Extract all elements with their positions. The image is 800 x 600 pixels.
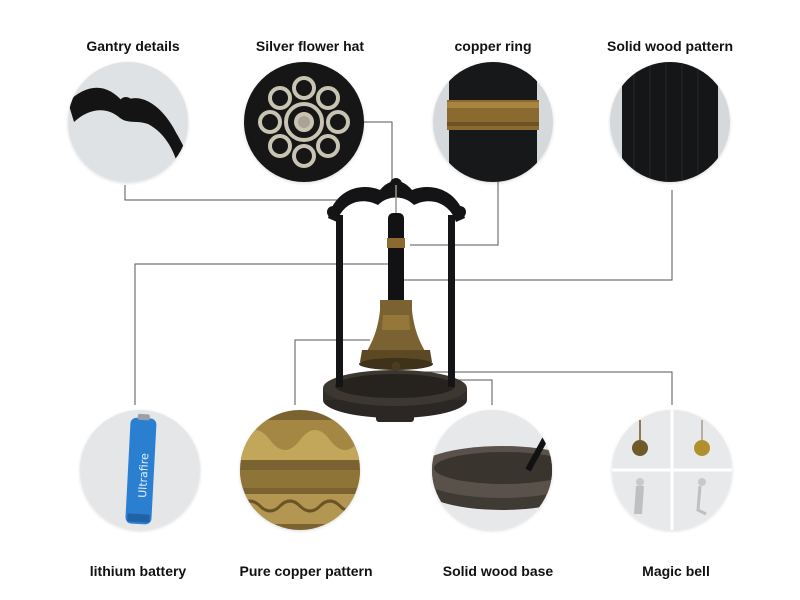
leader-line-battery: [134, 263, 390, 405]
wood-base-closeup: [432, 428, 552, 510]
gantry-closeup: [68, 87, 188, 166]
label-magic-bell: Magic bell: [642, 563, 710, 579]
circle-copper-ring: [433, 62, 553, 182]
circle-magic-bell: [612, 410, 732, 530]
battery-brand-text: Ultrafire: [136, 453, 151, 499]
label-solid-wood-base: Solid wood base: [442, 563, 554, 579]
circle-pure-copper-pattern: [240, 410, 360, 530]
label-silver-flower-hat: Silver flower hat: [255, 38, 365, 54]
circle-silver-flower-hat: [244, 62, 364, 182]
striker: [387, 213, 405, 305]
bell: [359, 300, 433, 370]
circle-solid-wood-base: [432, 410, 552, 530]
label-pure-copper-pattern: Pure copper pattern: [239, 563, 373, 579]
magic-bell-variant-gold: [694, 420, 710, 456]
magic-bell-variant-clip: [634, 478, 644, 514]
magic-bell-variant-hook: [696, 478, 707, 516]
leader-line-copper-ring: [410, 180, 499, 246]
battery-closeup: [125, 413, 157, 525]
label-copper-ring: copper ring: [454, 38, 532, 54]
leader-line-gantry: [124, 185, 345, 201]
circle-gantry-details: [68, 62, 188, 182]
copper-pattern-closeup: [240, 420, 360, 524]
label-gantry-details: Gantry details: [86, 38, 180, 54]
leader-line-copper-pattern: [294, 339, 370, 405]
leader-line-flower-hat: [360, 121, 393, 180]
leader-line-magic-bell: [400, 371, 673, 405]
wood-pattern-closeup: [622, 62, 718, 182]
flower-hat-closeup: [258, 76, 350, 168]
magic-bell-variant-copper: [632, 420, 648, 456]
leader-lines: [124, 121, 673, 405]
circle-lithium-battery: Ultrafire: [80, 410, 200, 530]
leader-line-wood-pattern: [400, 190, 673, 281]
wood-base: [323, 370, 467, 422]
label-solid-wood-pattern: Solid wood pattern: [607, 38, 733, 54]
gantry: [327, 178, 466, 387]
circle-solid-wood-pattern: [610, 62, 730, 182]
label-lithium-battery: lithium battery: [89, 563, 187, 579]
